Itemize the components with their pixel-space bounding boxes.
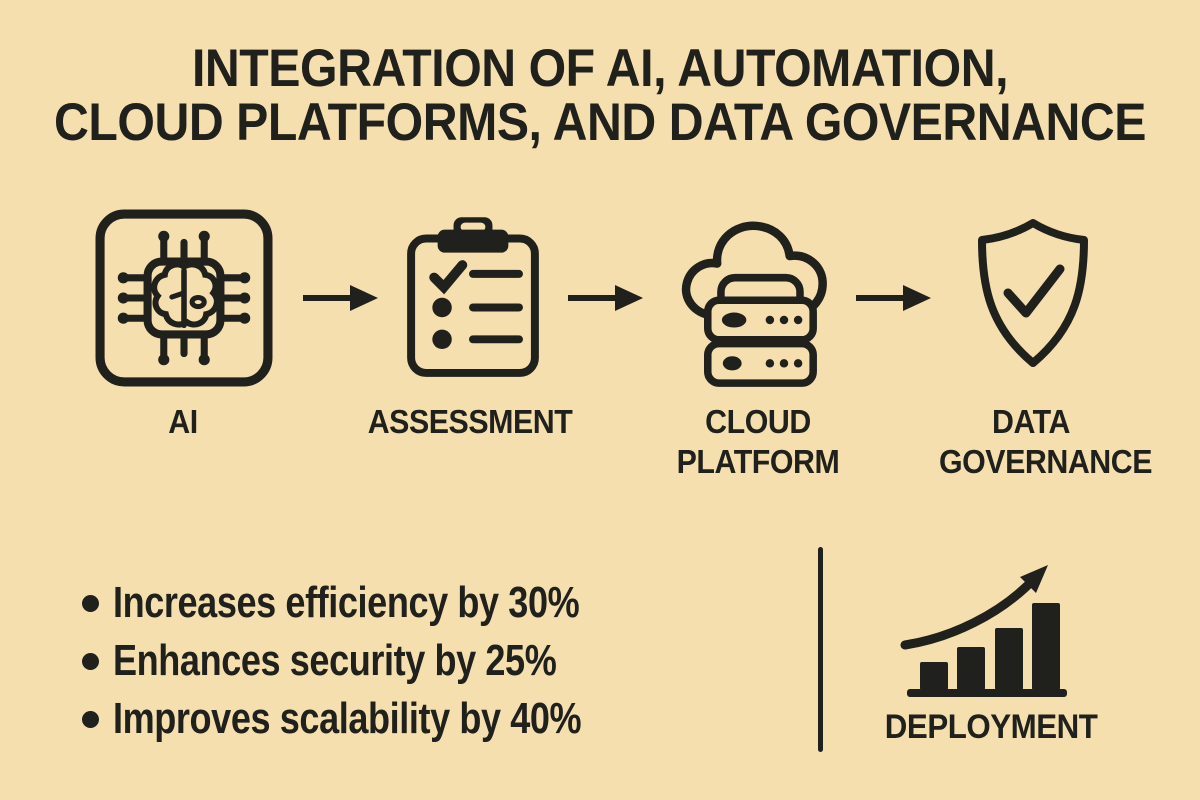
step-label-ai: AI: [168, 403, 198, 440]
right-arrow-icon: [568, 285, 643, 311]
benefit-text: Improves scalability by 40%: [113, 694, 582, 743]
page-title: INTEGRATION OF AI, AUTOMATION, CLOUD PLA…: [54, 42, 1146, 150]
shield-check-icon: [978, 219, 1088, 367]
list-item: Improves scalability by 40%: [82, 697, 684, 741]
list-item: Enhances security by 25%: [82, 639, 684, 683]
cloud-server-icon: [681, 221, 827, 387]
vertical-divider: [818, 547, 823, 752]
benefits-list: Increases efficiency by 30% Enhances sec…: [82, 581, 684, 755]
right-arrow-icon: [303, 285, 378, 311]
benefit-text: Increases efficiency by 30%: [113, 578, 580, 627]
deployment-label: DEPLOYMENT: [884, 708, 1098, 746]
step-label-data-governance: DATA GOVERNANCE: [939, 403, 1153, 480]
growth-chart-icon: [900, 565, 1067, 697]
benefit-text: Enhances security by 25%: [113, 636, 557, 685]
bullet-icon: [82, 710, 99, 728]
list-item: Increases efficiency by 30%: [82, 581, 684, 625]
right-arrow-icon: [856, 285, 931, 311]
step-label-cloud-platform: CLOUD PLATFORM: [676, 403, 840, 480]
bullet-icon: [82, 652, 99, 670]
title-line-2: CLOUD PLATFORMS, AND DATA GOVERNANCE: [54, 93, 1146, 152]
bullet-icon: [82, 594, 99, 612]
clipboard-checklist-icon: [407, 217, 539, 377]
step-label-assessment: ASSESSMENT: [367, 403, 573, 440]
ai-chip-icon: [95, 209, 273, 387]
title-line-1: INTEGRATION OF AI, AUTOMATION,: [191, 39, 1009, 98]
